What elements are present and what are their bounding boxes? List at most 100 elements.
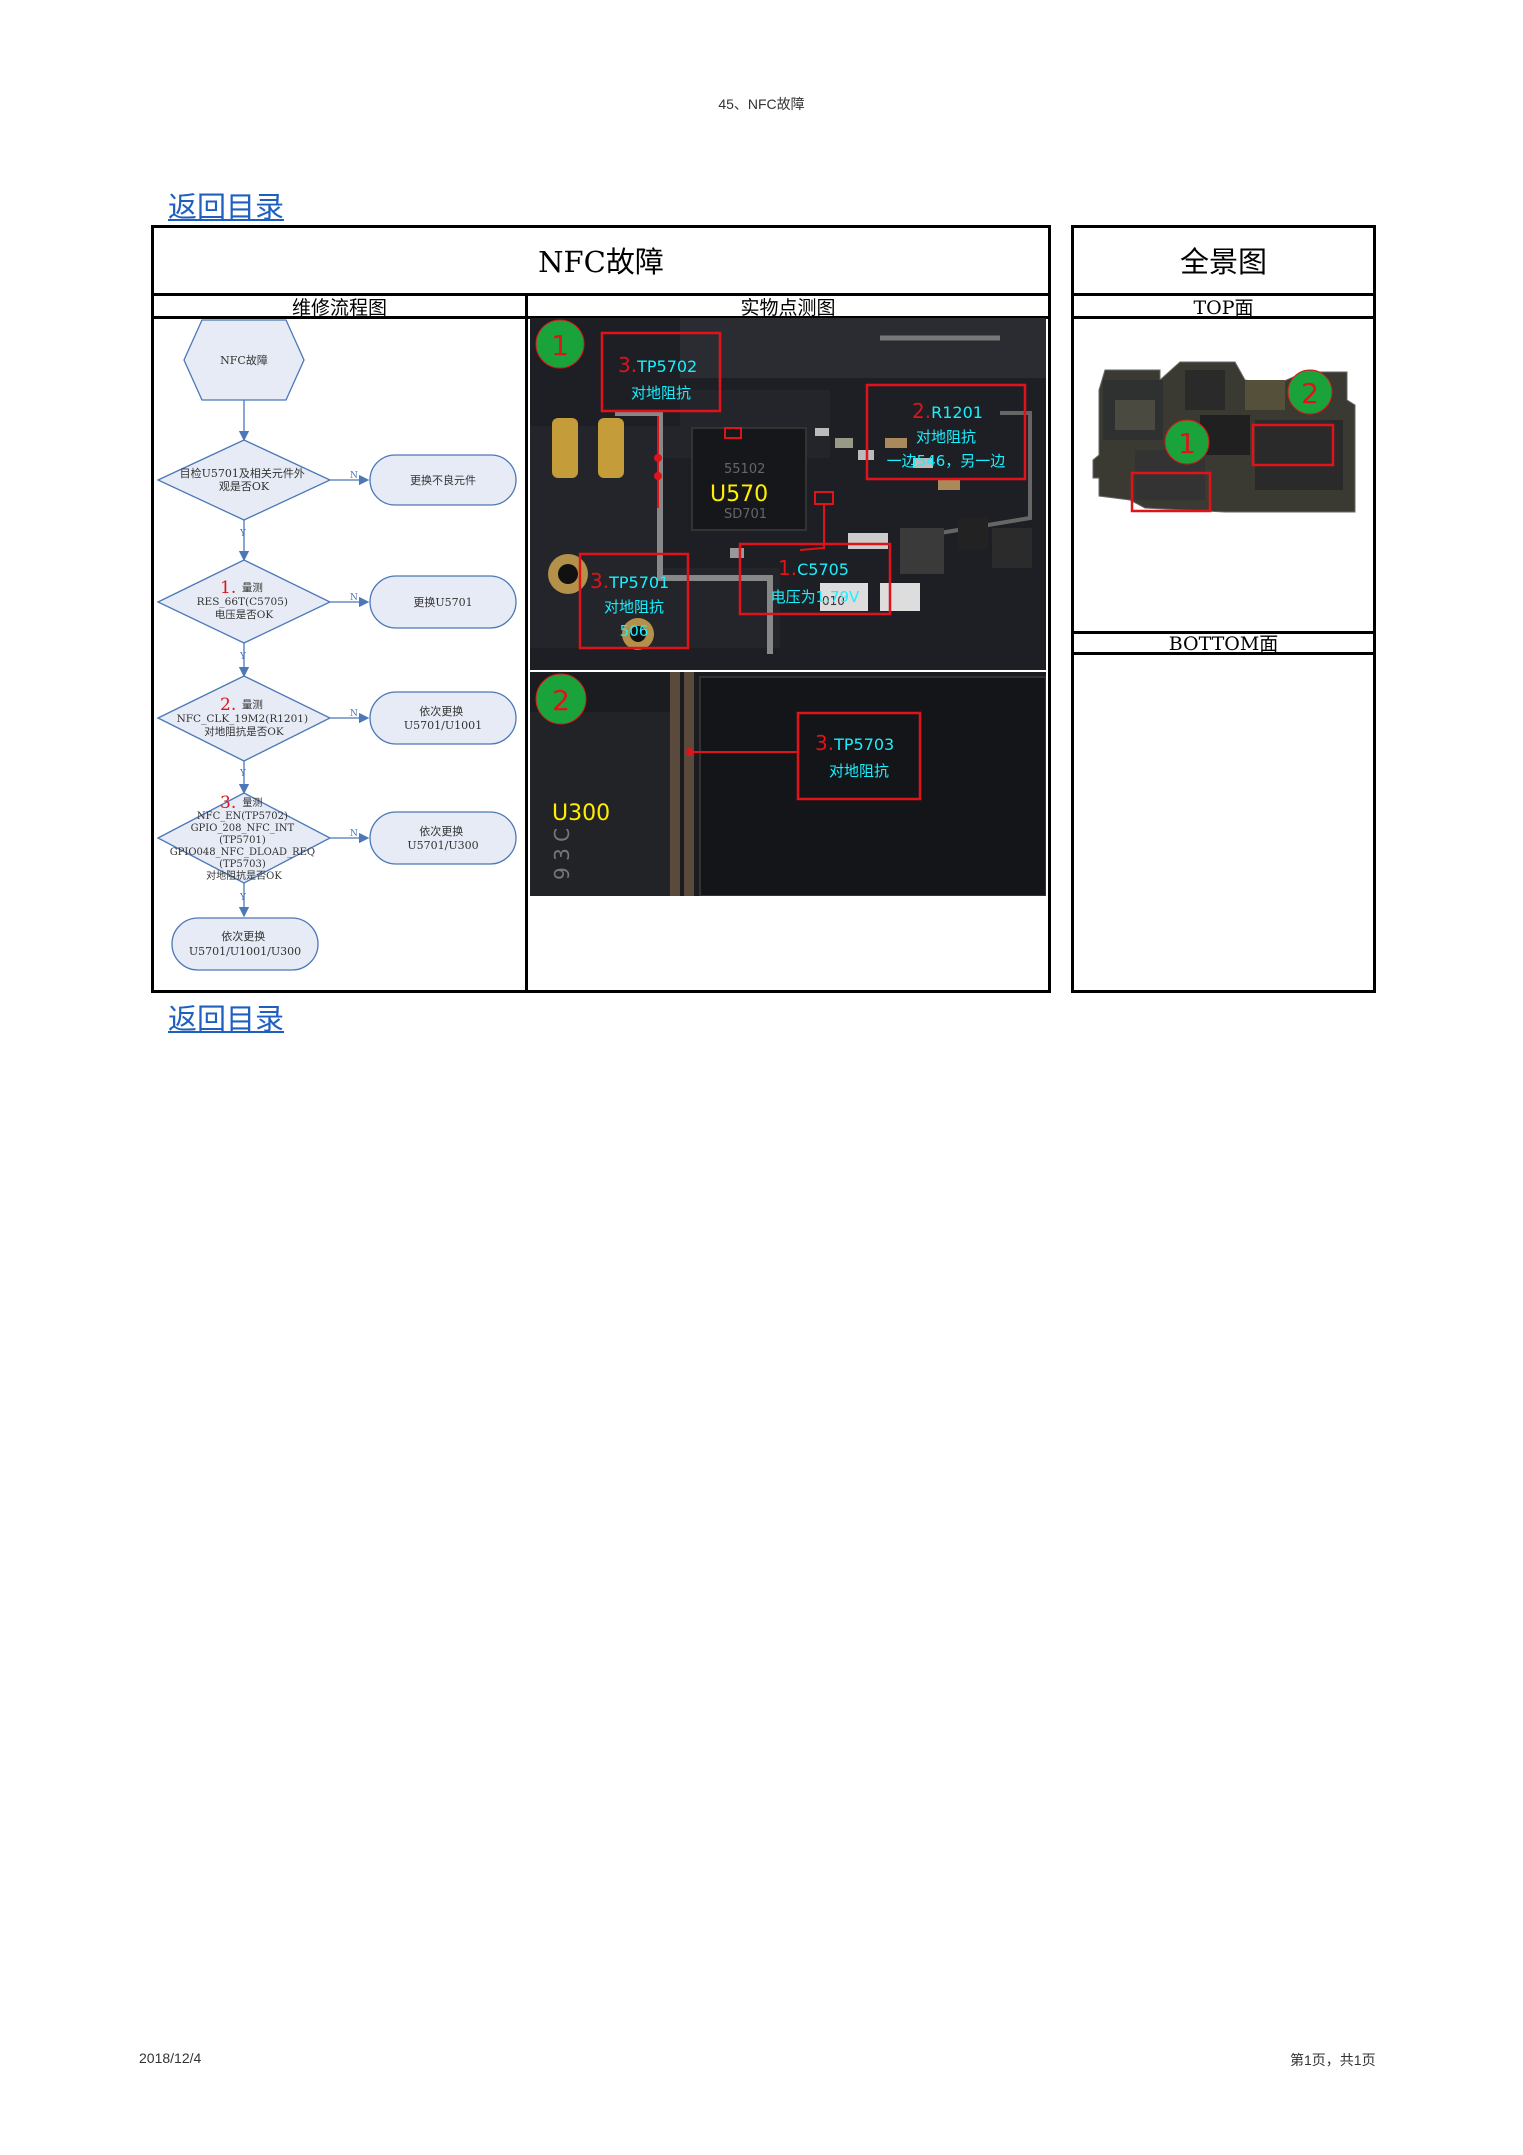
flow-d3-line2: NFC_CLK_19M2(R1201) (177, 713, 308, 725)
flow-decision-2 (156, 559, 332, 644)
tp5702-num: 3. (618, 353, 637, 377)
tp5702-box (600, 331, 722, 413)
r1201-desc: 对地阻抗 (916, 428, 976, 446)
flow-y1: Y (239, 529, 247, 539)
flow-a4-line2: U5701/U300 (407, 839, 478, 852)
tp5701-num: 3. (590, 569, 609, 593)
flow-d4-line1: 量测 (242, 796, 262, 809)
svg-text:量测 RES_66T(C5705) 电压是否: 量测 RES_66T(C5705) 电压是否OK (197, 581, 292, 621)
u5701-label: U570 (710, 482, 768, 507)
flow-d2-line1: 量测 (242, 581, 263, 594)
flow-y2: Y (239, 652, 247, 662)
board-badge-2 (1287, 369, 1333, 415)
flow-n1: N (350, 471, 358, 481)
toc-link-bottom[interactable]: 返回目录 (168, 1002, 285, 1036)
flow-a4-line1: 依次更换 (419, 824, 463, 838)
flow-d4-line6: (TP5703) (219, 859, 266, 870)
tp5703-desc: 对地阻抗 (829, 762, 889, 780)
col-photo-header: 实物点测图 (740, 296, 836, 319)
flowchart: NFC故障 目检U5701及相关元件外 观是否OK 更换不良元件 1. 量测 R… (156, 319, 517, 971)
board-badge-1 (1164, 419, 1210, 465)
u300-side-text: 9 3 C (550, 828, 574, 880)
flow-d2-line3: 电压是否OK (215, 608, 274, 621)
mark-010: 010 (822, 594, 845, 608)
flow-decision-4 (156, 792, 332, 884)
tp5701-id: TP5701 (608, 573, 669, 592)
photo-2: 9 3 C U300 2 3.TP5703 对地阻抗 (530, 672, 1046, 896)
toc-link-top[interactable]: 返回目录 (168, 190, 285, 224)
flow-a3-line2: U5701/U1001 (404, 719, 482, 732)
board-badge-1-label: 1 (1178, 427, 1196, 460)
footer-page: 第1页，共1页 (1290, 2052, 1376, 2068)
main-table (151, 225, 1051, 993)
flow-d4-line7: 对地阻抗是否OK (206, 869, 282, 882)
u300-label: U300 (552, 801, 610, 826)
flow-d3-num: 2. (220, 695, 236, 715)
board-top-box-1 (1130, 471, 1212, 513)
flow-end-line1: 依次更换 (221, 929, 265, 943)
col-flow-header: 维修流程图 (291, 296, 387, 319)
flow-d3-line3: 对地阻抗是否OK (204, 725, 284, 738)
svg-text:1.C5705: 1.C5705 (778, 556, 849, 580)
flow-y4: Y (239, 893, 247, 903)
tp5703-point (686, 748, 694, 756)
svg-text:量测 NFC_EN(TP5702) GPIO: 量测 NFC_EN(TP5702) GPIO_208_NFC_INT (TP57… (170, 796, 319, 882)
tp5702-desc: 对地阻抗 (631, 384, 691, 402)
r1201-num: 2. (912, 399, 931, 423)
svg-text:3.TP5702: 3.TP5702 (618, 353, 697, 377)
flow-y3: Y (239, 769, 247, 779)
flow-decision-3 (156, 675, 332, 762)
u5701-mark-2: SD701 (724, 507, 767, 522)
board-badge-2-label: 2 (1301, 377, 1319, 410)
flow-d1-line1: 目检U5701及相关元件外 (180, 466, 305, 480)
page-header: 45、NFC故障 (718, 96, 805, 112)
photo-1-badge (535, 319, 585, 369)
panorama-table (1071, 225, 1376, 993)
footer-date: 2018/12/4 (139, 2050, 202, 2066)
flow-end-node (171, 917, 319, 971)
svg-text:3.TP5701: 3.TP5701 (590, 569, 669, 593)
svg-text:量测 NFC_CLK_19M2(R1201): 量测 NFC_CLK_19M2(R1201) 对地阻抗是否OK (177, 698, 312, 738)
board-top-box-2 (1251, 423, 1335, 467)
c5705-desc: 电压为1.79V (771, 588, 860, 606)
flow-decision-1 (156, 439, 332, 521)
flow-d2-line2: RES_66T(C5705) (197, 596, 288, 608)
flow-d4-line4: (TP5701) (219, 835, 266, 846)
flow-a1-label: 更换不良元件 (410, 473, 476, 487)
c5705-id: C5705 (797, 560, 849, 579)
flow-n3: N (350, 709, 358, 719)
svg-text:依次更换 U5701/U1001/U300: 依次更换 U5701/U1001/U300 (189, 929, 301, 958)
panorama-title: 全景图 (1179, 245, 1267, 279)
col-top-header: TOP面 (1193, 296, 1254, 319)
photo-2-badge-label: 2 (552, 684, 570, 717)
flow-d4-line2: NFC_EN(TP5702) (197, 811, 288, 822)
r1201-desc2: 一边546，另一边 (887, 452, 1006, 470)
flow-d4-line5: GPIO048_NFC_DLOAD_REQ (170, 847, 315, 858)
flow-start-node (183, 319, 305, 401)
col-bottom-header: BOTTOM面 (1168, 633, 1279, 655)
flow-n4: N (350, 829, 358, 839)
r1201-box (865, 383, 1027, 481)
flow-n2: N (350, 593, 358, 603)
tp5703-id: TP5703 (833, 735, 894, 754)
photo-1: 55102 SD701 U570 010 1 3.TP5702 对地阻抗 2.R… (530, 318, 1046, 670)
svg-text:3.TP5703: 3.TP5703 (815, 731, 894, 755)
svg-text:依次更换 U5701/U1001: 依次更换 U5701/U1001 (404, 704, 482, 732)
flow-action-4 (369, 811, 517, 865)
tp5701-point (654, 472, 662, 480)
tp5702-id: TP5702 (636, 357, 697, 376)
flow-d4-num: 3. (220, 793, 236, 813)
tp5701-desc: 对地阻抗 (604, 598, 664, 616)
flow-a2-label: 更换U5701 (413, 595, 472, 609)
flow-start-label: NFC故障 (220, 353, 268, 367)
flow-d4-line3: GPIO_208_NFC_INT (191, 823, 295, 834)
flow-action-1 (369, 454, 517, 506)
tp5703-box (796, 711, 922, 801)
flow-action-3 (369, 691, 517, 745)
tp5703-num: 3. (815, 731, 834, 755)
svg-text:依次更换 U5701/U300: 依次更换 U5701/U300 (407, 824, 478, 852)
main-title: NFC故障 (538, 245, 664, 279)
flow-action-2 (369, 575, 517, 629)
flow-d3-line1: 量测 (242, 698, 263, 711)
tp5701-box (578, 552, 690, 650)
